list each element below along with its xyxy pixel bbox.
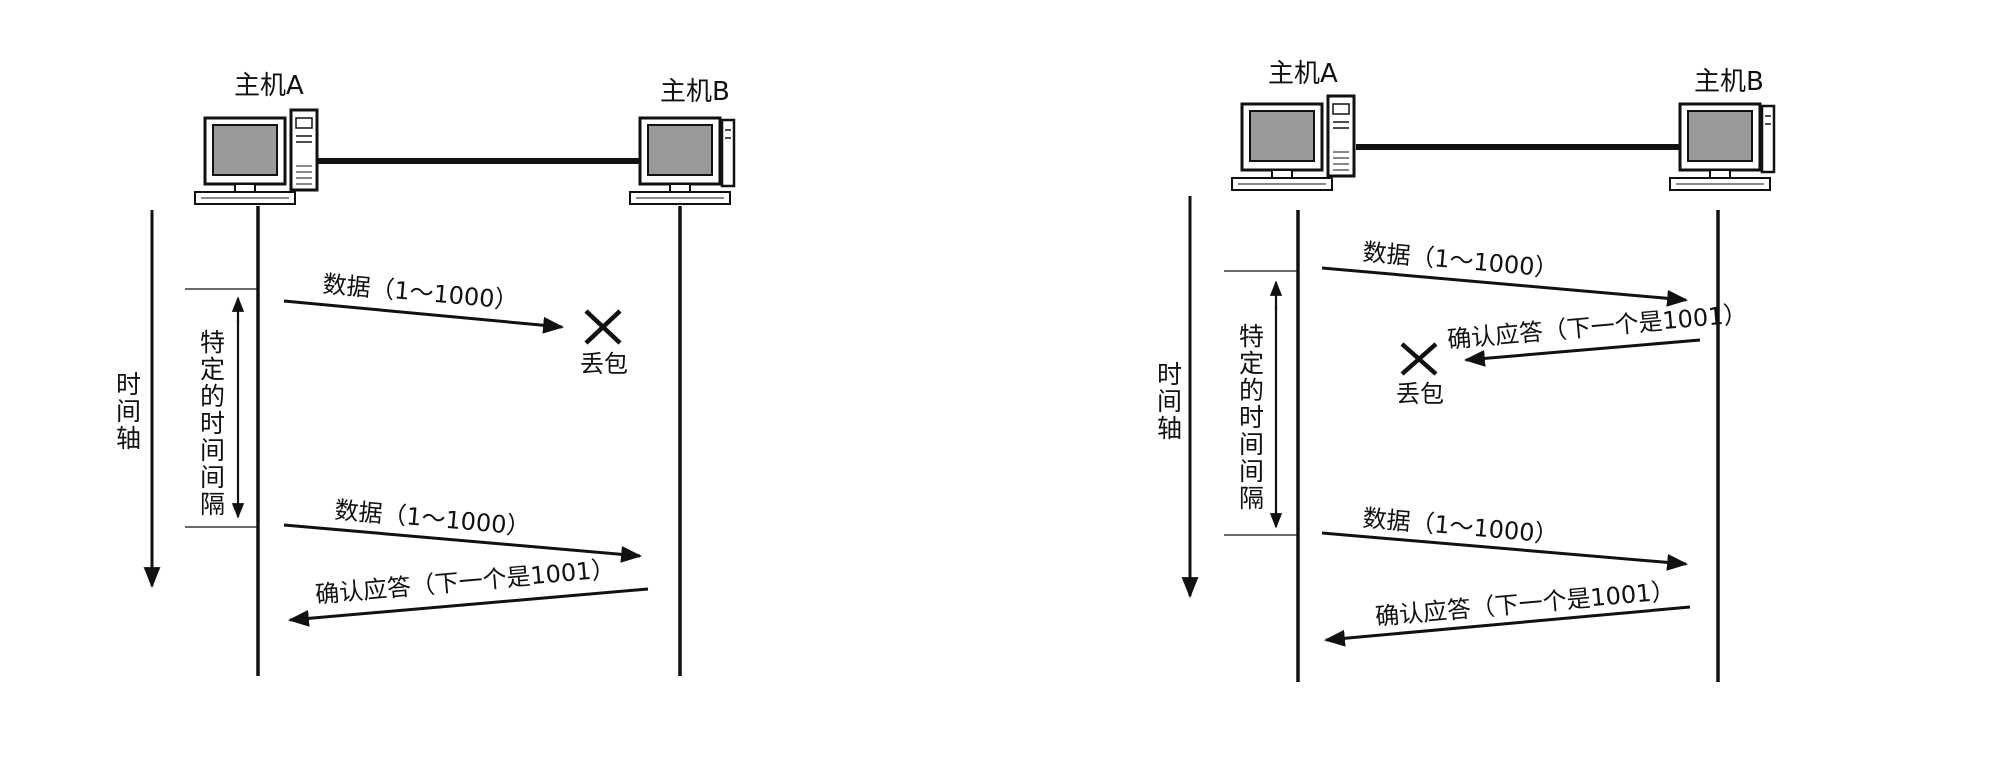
svg-text:特: 特 bbox=[1239, 322, 1264, 351]
ack-arrow bbox=[1323, 605, 1691, 647]
svg-text:隔: 隔 bbox=[1239, 484, 1264, 513]
host-a-computer-icon bbox=[1230, 94, 1356, 192]
time-axis-label: 时 间 轴 bbox=[116, 370, 141, 453]
data-packet-label: 数据（1～1000） bbox=[1361, 238, 1559, 283]
host-b-computer-icon bbox=[628, 116, 736, 206]
ack-arrow bbox=[287, 587, 649, 627]
data-packet-arrow-retransmit bbox=[283, 523, 643, 563]
packet-loss-x-icon bbox=[1400, 342, 1438, 376]
svg-text:间: 间 bbox=[1157, 387, 1182, 416]
svg-text:特: 特 bbox=[200, 328, 225, 357]
packet-loss-label: 丢包 bbox=[1396, 380, 1444, 408]
svg-text:间: 间 bbox=[200, 436, 225, 465]
data-packet-label-retransmit: 数据（1～1000） bbox=[1361, 504, 1559, 549]
data-packet-arrow-lost bbox=[283, 299, 565, 334]
interval-label: 特 定 的 时 间 间 隔 bbox=[200, 328, 225, 519]
svg-text:时: 时 bbox=[116, 370, 141, 399]
packet-loss-x-icon bbox=[584, 309, 622, 345]
host-a-label: 主机A bbox=[234, 71, 304, 101]
svg-text:间: 间 bbox=[1239, 457, 1264, 486]
ack-arrow-lost bbox=[1463, 338, 1701, 367]
host-b-computer-icon bbox=[1668, 102, 1776, 192]
svg-text:的: 的 bbox=[200, 382, 225, 411]
svg-text:间: 间 bbox=[116, 397, 141, 426]
svg-text:间: 间 bbox=[200, 463, 225, 492]
svg-text:轴: 轴 bbox=[116, 424, 141, 453]
svg-text:时: 时 bbox=[1157, 360, 1182, 389]
svg-text:的: 的 bbox=[1239, 376, 1264, 405]
data-packet-arrow-retransmit bbox=[1321, 531, 1689, 571]
svg-text:间: 间 bbox=[1239, 430, 1264, 459]
svg-text:时: 时 bbox=[200, 409, 225, 438]
svg-text:定: 定 bbox=[1239, 349, 1264, 378]
svg-text:时: 时 bbox=[1239, 403, 1264, 432]
host-b-label: 主机B bbox=[660, 77, 730, 107]
data-packet-label-retransmit: 数据（1～1000） bbox=[333, 496, 531, 541]
ack-label: 确认应答（下一个是1001） bbox=[314, 555, 616, 609]
svg-text:定: 定 bbox=[200, 355, 225, 384]
host-a-label: 主机A bbox=[1268, 59, 1338, 89]
data-packet-arrow bbox=[1321, 266, 1689, 307]
ack-label-lost: 确认应答（下一个是1001） bbox=[1446, 300, 1748, 354]
packet-loss-label: 丢包 bbox=[580, 350, 628, 378]
panel-left: 主机A 主机B 时 间 轴 特 定 的 时 间 间 隔 bbox=[116, 71, 736, 676]
panel-right: 主机A 主机B 时 间 轴 特 定 的 时 间 间 隔 数据（1～1000） bbox=[1157, 59, 1776, 682]
interval-label: 特 定 的 时 间 间 隔 bbox=[1239, 322, 1264, 513]
svg-text:轴: 轴 bbox=[1157, 414, 1182, 443]
svg-text:隔: 隔 bbox=[200, 490, 225, 519]
host-a-computer-icon bbox=[193, 108, 319, 206]
time-axis-label: 时 间 轴 bbox=[1157, 360, 1182, 443]
host-b-label: 主机B bbox=[1694, 67, 1764, 97]
